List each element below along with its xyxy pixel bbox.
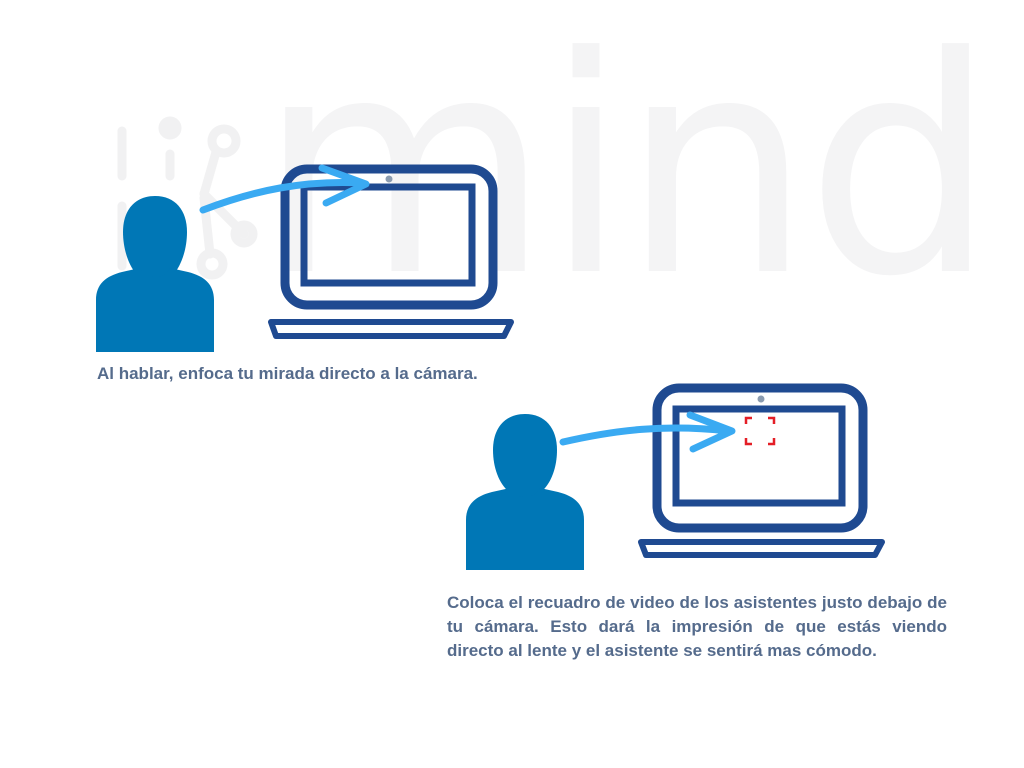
laptop-icon [638, 383, 885, 558]
step-1-caption: Al hablar, enfoca tu mirada directo a la… [97, 364, 478, 383]
step-2-caption: Coloca el recuadro de video de los asist… [447, 593, 947, 660]
person-icon [96, 196, 214, 352]
camera-dot-icon [757, 395, 765, 403]
gaze-arrow-icon [199, 164, 370, 214]
laptop-icon [268, 164, 514, 339]
gaze-arrow-icon [559, 411, 736, 453]
camera-dot-icon [385, 175, 393, 183]
person-icon [466, 414, 584, 570]
focus-frame-icon [744, 416, 776, 446]
